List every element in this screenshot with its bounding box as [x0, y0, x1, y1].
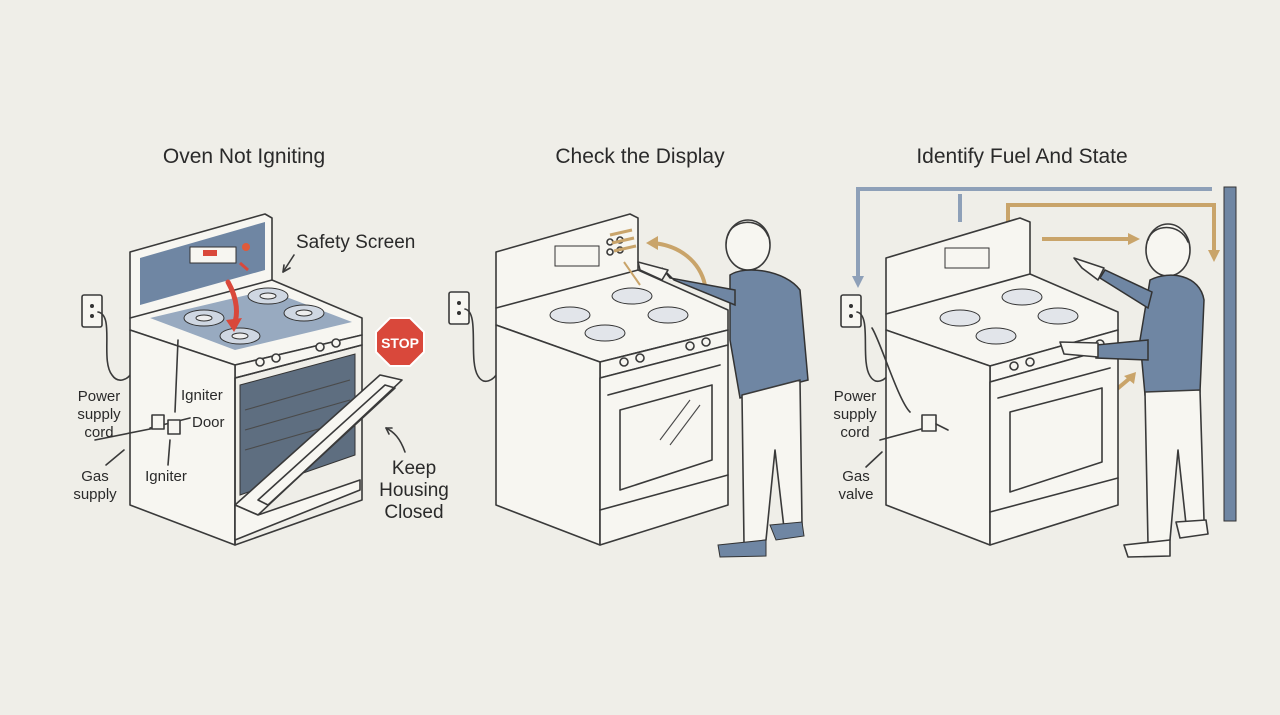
person-figure [637, 219, 809, 558]
label-power-2: supply [833, 406, 877, 423]
panel-3-title: Identify Fuel And State [916, 145, 1127, 168]
person-figure [1059, 223, 1209, 558]
label-power-3: cord [84, 424, 113, 441]
label-keep-1: Keep [392, 458, 436, 479]
burner-icon [219, 327, 261, 345]
label-igniter-top: Igniter [181, 387, 223, 404]
label-power-2: supply [77, 406, 121, 423]
stove-1 [94, 213, 403, 546]
wall-outlet-icon [81, 294, 103, 328]
panel-1-title: Oven Not Igniting [163, 145, 325, 168]
label-keep-2: Housing [379, 480, 449, 501]
label-safety-screen: Safety Screen [296, 232, 415, 253]
label-door: Door [192, 414, 225, 431]
label-igniter-bottom: Igniter [145, 468, 187, 485]
panel-check-the-display: Check the Display [448, 145, 809, 558]
panel-identify-fuel-and-state: Identify Fuel And State [833, 145, 1237, 558]
stop-sign-icon: STOP [375, 317, 425, 367]
burner-icon [247, 287, 289, 305]
wall-outlet-icon [840, 294, 862, 328]
wall-outlet-icon [448, 291, 470, 325]
label-keep-3: Closed [384, 502, 443, 523]
label-gas-2: valve [838, 486, 873, 503]
panel-oven-not-igniting: Oven Not Igniting [73, 145, 449, 546]
panel-2-title: Check the Display [555, 145, 725, 168]
label-power-1: Power [78, 388, 121, 405]
stove-3 [885, 217, 1119, 546]
label-gas-1: Gas [81, 468, 109, 485]
power-cord [97, 311, 133, 381]
stop-sign-text: STOP [381, 335, 419, 351]
burner-icon [283, 304, 325, 322]
label-power-1: Power [834, 388, 877, 405]
label-gas-2: supply [73, 486, 117, 503]
stove-2 [495, 213, 729, 546]
burner-icon [183, 309, 225, 327]
label-gas-1: Gas [842, 468, 870, 485]
label-power-3: cord [840, 424, 869, 441]
